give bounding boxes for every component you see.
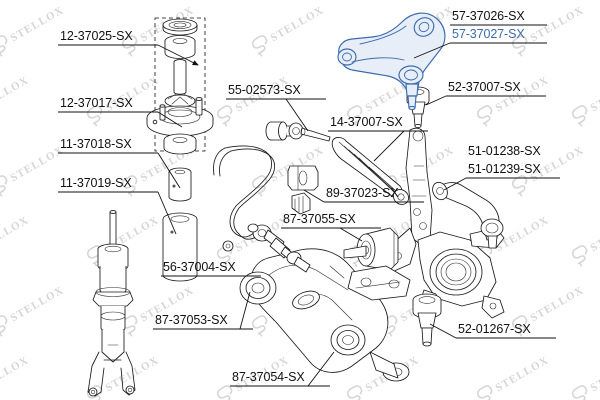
part-stabilizer-link — [247, 223, 311, 273]
leader-52-37007-sx — [425, 95, 447, 106]
part-label-12-37017-sx[interactable]: 12-37017-SX — [60, 96, 133, 110]
leader-89-37023-sx — [303, 189, 325, 203]
part-label-87-37055-sx[interactable]: 87-37055-SX — [283, 212, 356, 226]
leader-57-37027-sx — [413, 42, 451, 59]
leader-52-01267-sx — [429, 323, 457, 339]
part-label-14-37007-sx[interactable]: 14-37007-SX — [330, 115, 403, 129]
leader-87-37053-sx — [239, 291, 251, 330]
part-lower-ball-joint — [412, 293, 442, 347]
part-label-55-02573-sx[interactable]: 55-02573-SX — [228, 83, 301, 97]
part-label-87-37053-sx[interactable]: 87-37053-SX — [155, 313, 228, 327]
part-stabilizer-bar — [213, 145, 276, 252]
part-lower-arm-bracket — [347, 265, 411, 301]
part-lower-control-arm — [239, 248, 410, 382]
leader-14-37007-sx — [373, 130, 405, 162]
part-label-89-37023-sx[interactable]: 89-37023-SX — [326, 186, 399, 200]
part-label-52-01267-sx[interactable]: 52-01267-SX — [458, 322, 531, 336]
part-label-56-37004-sx[interactable]: 56-37004-SX — [163, 260, 236, 274]
part-upper-ball-joint — [406, 86, 430, 129]
part-label-11-37018-sx[interactable]: 11-37018-SX — [60, 137, 132, 151]
leader-51-01239-sx — [443, 177, 467, 191]
part-label-51-01239-sx[interactable]: 51-01239-SX — [468, 162, 541, 176]
leader-87-37055-sx — [339, 227, 363, 242]
part-stabilizer-bush — [287, 165, 319, 215]
part-bump-stop — [168, 167, 192, 202]
part-strut-top-mount — [146, 93, 214, 155]
part-upper-control-arm-highlighted — [337, 12, 446, 111]
part-tie-rod-end — [432, 181, 504, 249]
part-label-12-37025-sx[interactable]: 12-37025-SX — [60, 29, 133, 43]
part-label-87-37054-sx[interactable]: 87-37054-SX — [232, 370, 305, 384]
leader-11-37018-sx — [157, 152, 181, 189]
dashed-group-box — [154, 17, 206, 152]
part-label-11-37019-sx[interactable]: 11-37019-SX — [60, 176, 132, 190]
part-lower-arm-rear-bush — [343, 227, 399, 271]
part-label-52-37007-sx[interactable]: 52-37007-SX — [448, 80, 521, 94]
part-label-51-01238-sx[interactable]: 51-01238-SX — [468, 144, 541, 158]
leader-11-37019-sx — [157, 191, 177, 235]
part-inner-tie-rod — [265, 121, 331, 142]
leader-87-37054-sx — [307, 351, 335, 387]
part-label-57-37026-sx[interactable]: 57-37026-SX — [452, 9, 525, 23]
part-label-57-37027-sx[interactable]: 57-37027-SX — [452, 27, 525, 41]
leader-55-02573-sx — [285, 98, 309, 132]
part-shock-absorber-strut — [87, 210, 136, 397]
leader-12-37025-sx — [157, 44, 199, 66]
leader-12-37017-sx — [157, 111, 183, 128]
part-strut-mount-bearing-stack — [162, 18, 198, 95]
